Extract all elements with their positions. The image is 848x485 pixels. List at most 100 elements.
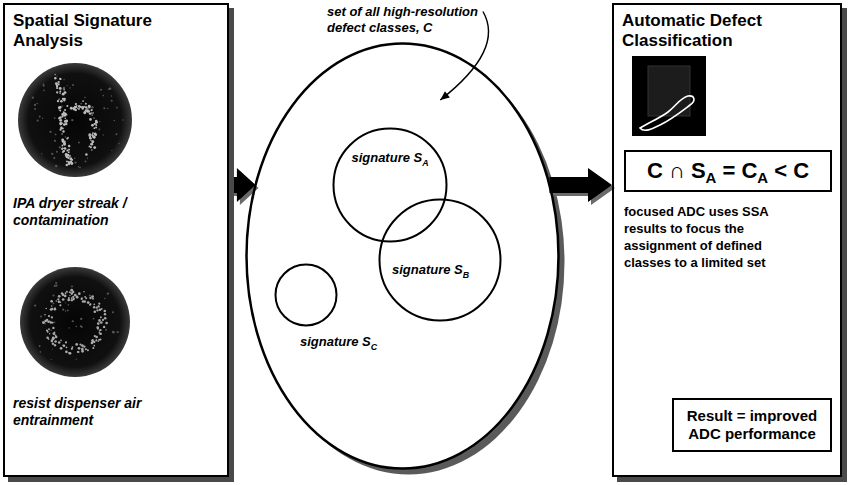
wafer-defects [34, 282, 119, 360]
defect-dot [68, 145, 70, 147]
defect-dot [51, 330, 52, 331]
defect-dot [54, 117, 56, 119]
subscript: B [463, 270, 469, 280]
defect-dot [80, 106, 82, 108]
defect-dot [53, 337, 55, 339]
defect-dot [52, 294, 54, 296]
defect-dot [52, 348, 53, 349]
defect-dot [94, 341, 96, 343]
defect-dot [99, 121, 100, 122]
defect-dot [59, 93, 61, 95]
signature-label: signature SB [392, 262, 496, 278]
defect-dot [93, 318, 95, 320]
defect-dot [51, 340, 54, 343]
defect-dot [36, 103, 38, 105]
wafer-map [20, 267, 130, 377]
defect-dot [90, 109, 92, 111]
defect-dot [67, 137, 68, 138]
defect-dot [74, 294, 77, 297]
defect-dot [68, 304, 70, 306]
defect-dot [65, 302, 66, 303]
defect-dot [67, 156, 69, 158]
defect-dot [85, 103, 87, 105]
defect-dot [54, 74, 55, 75]
defect-dot [97, 328, 99, 330]
defect-dot [94, 133, 97, 136]
defect-dot [59, 123, 62, 126]
defect-dot [80, 318, 82, 320]
defect-dot [77, 351, 79, 353]
defect-dot [93, 345, 95, 347]
defect-dot [58, 106, 61, 109]
defect-dot [78, 292, 81, 295]
defect-dot [91, 149, 93, 151]
defect-dot [89, 112, 91, 114]
defect-dot [58, 301, 61, 304]
defect-dot [56, 76, 57, 77]
defect-dot [90, 140, 91, 141]
defect-dot [50, 308, 53, 311]
defect-dot [75, 343, 78, 346]
defect-dot [62, 98, 64, 100]
defect-dot [70, 157, 72, 159]
defect-dot [40, 316, 42, 318]
defect-dot [102, 95, 104, 97]
defect-dot [62, 93, 65, 96]
defect-dot [87, 110, 89, 112]
defect-dot [65, 118, 67, 120]
defect-dot [97, 322, 100, 325]
defect-dot [93, 136, 96, 139]
signature-circle: signature SB [378, 198, 502, 322]
defect-dot [59, 119, 62, 122]
signature-label: signature SA [332, 150, 448, 166]
defect-dot [64, 147, 67, 150]
defect-dot [93, 117, 94, 118]
defect-dot [81, 344, 84, 347]
defect-dot [59, 87, 62, 90]
defect-dot [78, 142, 80, 144]
defect-dot [47, 331, 49, 333]
defect-dot [84, 106, 86, 108]
defect-dot [71, 119, 73, 121]
defect-dot [60, 127, 63, 130]
defect-dot [112, 311, 114, 313]
defect-dot [100, 316, 102, 318]
defect-dot [60, 107, 62, 109]
defect-dot [61, 115, 63, 117]
defect-dot [75, 109, 77, 111]
defect-dot [42, 117, 43, 118]
defect-dot [70, 162, 73, 165]
defect-dot [64, 140, 66, 142]
defect-dot [61, 147, 63, 149]
defect-dot [111, 100, 113, 102]
defect-dot [98, 340, 100, 342]
defect-dot [81, 348, 83, 350]
defect-dot [117, 331, 119, 333]
defect-dot [44, 320, 47, 323]
image-caption: IPA dryer streak / contamination [13, 195, 198, 229]
defect-dot [85, 153, 87, 155]
defect-dot [93, 123, 95, 125]
defect-dot [83, 111, 86, 114]
defect-dot [87, 349, 89, 351]
defect-image [632, 56, 706, 136]
defect-dot [104, 313, 106, 315]
defect-dot [65, 120, 67, 122]
defect-dot [104, 317, 107, 320]
defect-dot [63, 345, 66, 348]
defect-dot [60, 340, 62, 342]
defect-dot [118, 143, 119, 144]
defect-dot [49, 333, 50, 334]
defect-dot [92, 112, 94, 114]
defect-dot [60, 100, 63, 103]
defect-dot [96, 307, 98, 309]
defect-dot [55, 82, 58, 85]
defect-dot [71, 346, 73, 348]
defect-dot [88, 135, 90, 137]
defect-dot [90, 297, 91, 298]
defect-dot [65, 310, 67, 312]
defect-dot [54, 308, 57, 311]
defect-dot [46, 336, 49, 339]
defect-dot [91, 340, 92, 341]
wafer-map [18, 63, 132, 177]
